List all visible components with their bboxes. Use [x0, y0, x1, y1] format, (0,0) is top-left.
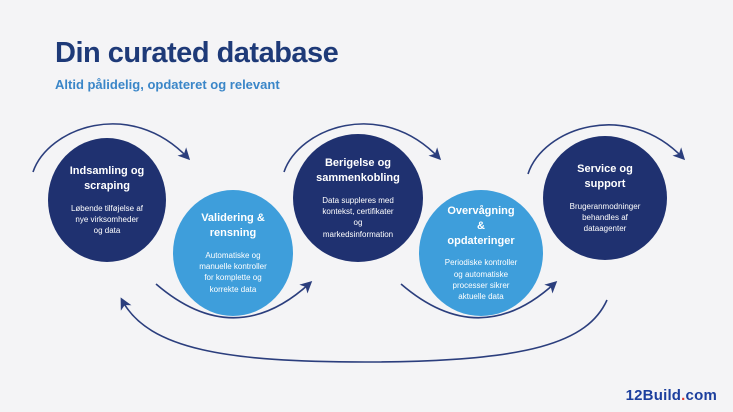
- page-title: Din curated database: [55, 37, 339, 69]
- step-circle-validering: Validering & rensning Automatiske og man…: [173, 190, 293, 316]
- step-body: Data suppleres med kontekst, certifikate…: [322, 195, 394, 239]
- step-body: Brugeranmodninger behandles af dataagent…: [569, 201, 641, 233]
- brand-logo-name: 12Build: [625, 387, 682, 404]
- flow-return-arc: [120, 297, 608, 363]
- page-subtitle: Altid pålidelig, opdateret og relevant: [55, 77, 280, 93]
- step-title: Validering & rensning: [201, 212, 265, 240]
- step-circle-berigelse: Berigelse og sammenkobling Data supplere…: [293, 134, 423, 262]
- brand-logo-tld: com: [685, 387, 717, 404]
- header: Din curated database Altid pålidelig, op…: [55, 37, 339, 93]
- step-title: Indsamling og scraping: [69, 164, 145, 192]
- step-body: Løbende tilføjelse af nye virksomheder o…: [70, 203, 144, 235]
- brand-logo: 12Build.com: [626, 387, 717, 404]
- brand-logo-dot: .: [681, 387, 686, 404]
- step-title: Service og support: [577, 162, 633, 190]
- step-circle-indsamling: Indsamling og scraping Løbende tilføjels…: [48, 138, 166, 262]
- step-title: Berigelse og sammenkobling: [316, 157, 400, 185]
- step-circle-overvaagning: Overvågning & opdateringer Periodiske ko…: [419, 190, 543, 316]
- step-title: Overvågning & opdateringer: [447, 204, 515, 247]
- step-body: Periodiske kontroller og automatiske pro…: [444, 258, 518, 301]
- step-circle-service: Service og support Brugeranmodninger beh…: [543, 136, 667, 260]
- step-body: Automatiske og manuelle kontroller for k…: [199, 250, 267, 294]
